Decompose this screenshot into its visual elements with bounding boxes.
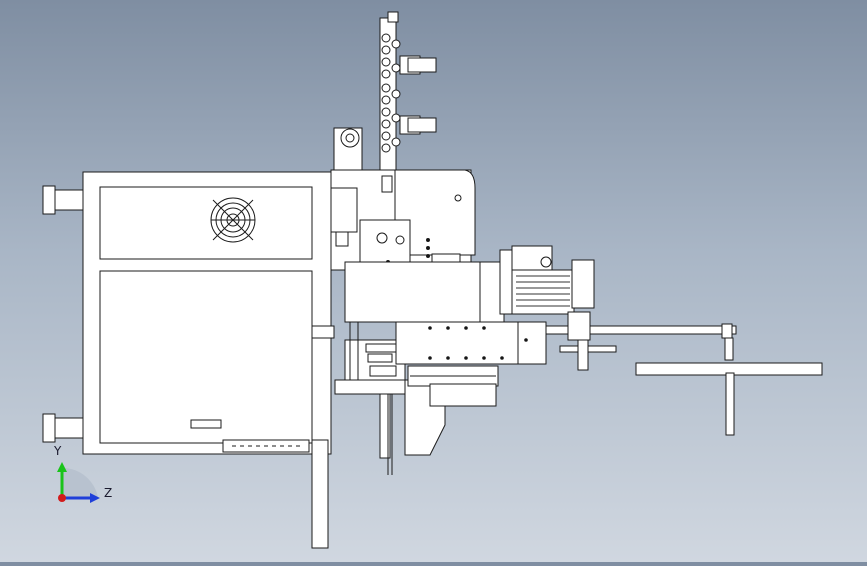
roller-column	[333, 11, 437, 179]
fan-grille	[210, 197, 256, 243]
control-cabinet	[42, 171, 332, 455]
feed-cylinder	[395, 321, 547, 407]
y-axis-label: Y	[54, 444, 62, 458]
detail-parts	[349, 322, 397, 380]
z-axis-label: Z	[104, 486, 113, 500]
support-leg	[311, 439, 329, 549]
motor-gearbox	[499, 245, 595, 315]
orientation-triad[interactable]: Y Z	[40, 444, 120, 520]
triad-arrows-icon	[57, 462, 100, 503]
shaft-handwheel	[545, 311, 823, 436]
